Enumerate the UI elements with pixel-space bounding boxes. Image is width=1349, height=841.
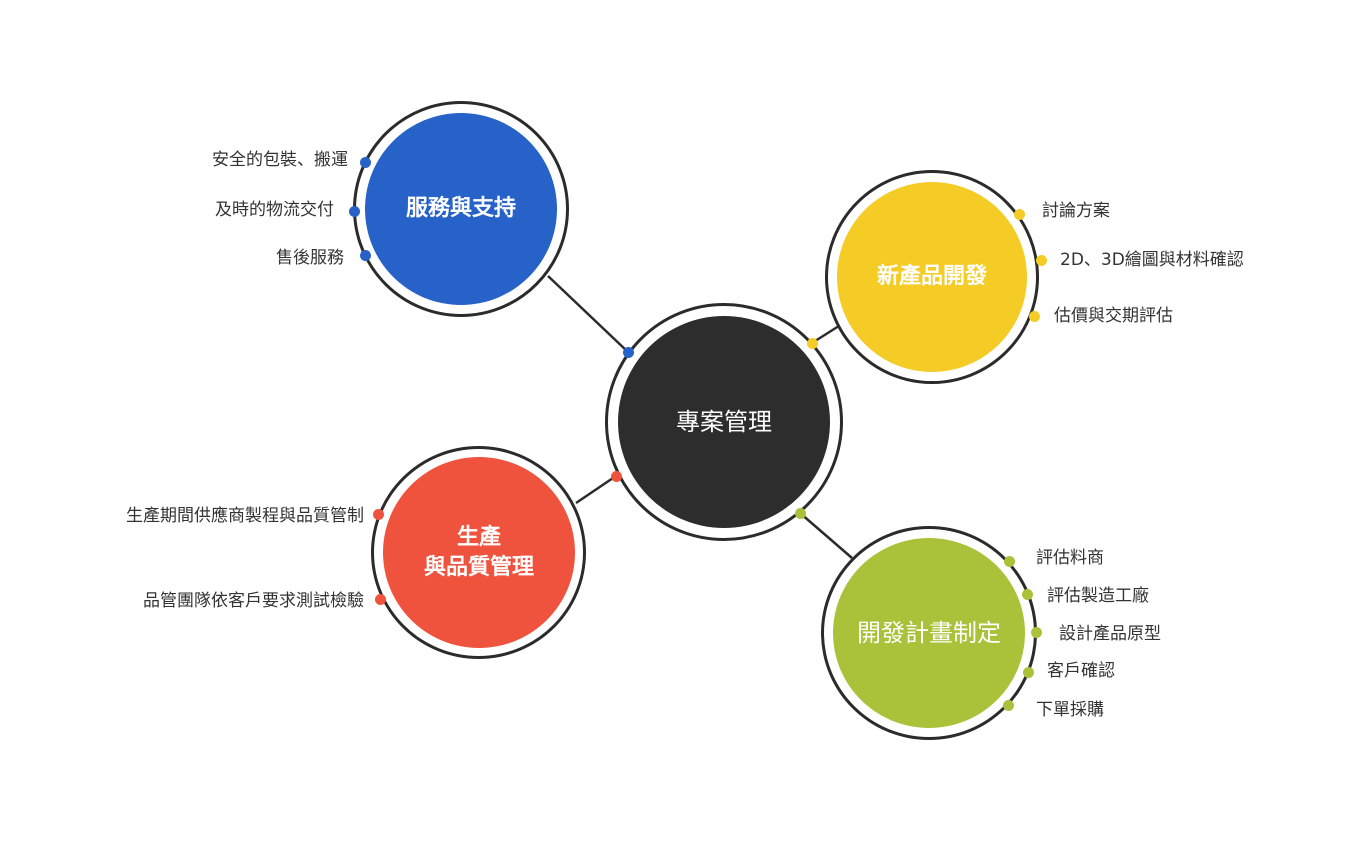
new-product-node: 新產品開發 [837,182,1027,372]
service-item-dot [359,156,371,168]
center-node-title: 專案管理 [676,408,772,436]
plan-item-dot [1021,588,1033,600]
service-node-title: 服務與支持 [405,196,516,221]
plan-item-label: 設計產品原型 [1059,624,1161,644]
center-dot-plan [794,507,806,519]
new-product-node-title: 新產品開發 [876,264,987,289]
production-node: 生產 與品質管理 [383,457,575,648]
service-item-label: 售後服務 [276,248,344,268]
plan-item-label: 評估製造工廠 [1047,586,1149,606]
production-item-label: 生產期間供應商製程與品質管制 [126,506,364,526]
center-dot-new-product [806,337,818,349]
connector-production [575,474,617,505]
plan-item-label: 下單採購 [1036,700,1104,720]
plan-item-dot [1022,666,1034,678]
new-product-item-label: 2D、3D繪圖與材料確認 [1060,250,1244,270]
production-item-label: 品管團隊依客戶要求測試檢驗 [143,591,364,611]
new-product-item-dot [1035,254,1047,266]
service-item-dot [359,249,371,261]
plan-item-label: 評估料商 [1036,548,1104,568]
production-node-title-line2: 與品質管理 [423,554,534,580]
connector-service [547,275,629,353]
new-product-item-dot [1013,208,1025,220]
production-item-dot [374,593,386,605]
new-product-item-label: 估價與交期評估 [1054,306,1173,326]
plan-node-title: 開發計畫制定 [857,619,1001,647]
service-item-dot [348,205,360,217]
service-item-label: 安全的包裝、搬運 [212,150,348,170]
plan-item-label: 客戶確認 [1047,661,1115,681]
service-item-label: 及時的物流交付 [215,200,334,220]
service-node: 服務與支持 [365,113,557,305]
center-node: 專案管理 [618,316,830,528]
center-dot-production [610,470,622,482]
plan-item-dot [1003,555,1015,567]
center-dot-service [622,346,634,358]
plan-item-dot [1002,699,1014,711]
production-node-title-line1: 生產 [456,524,501,550]
connector-plan [799,512,853,559]
new-product-item-label: 討論方案 [1042,201,1110,221]
production-item-dot [372,508,384,520]
plan-node: 開發計畫制定 [833,538,1025,728]
plan-item-dot [1030,626,1042,638]
new-product-item-dot [1028,310,1040,322]
